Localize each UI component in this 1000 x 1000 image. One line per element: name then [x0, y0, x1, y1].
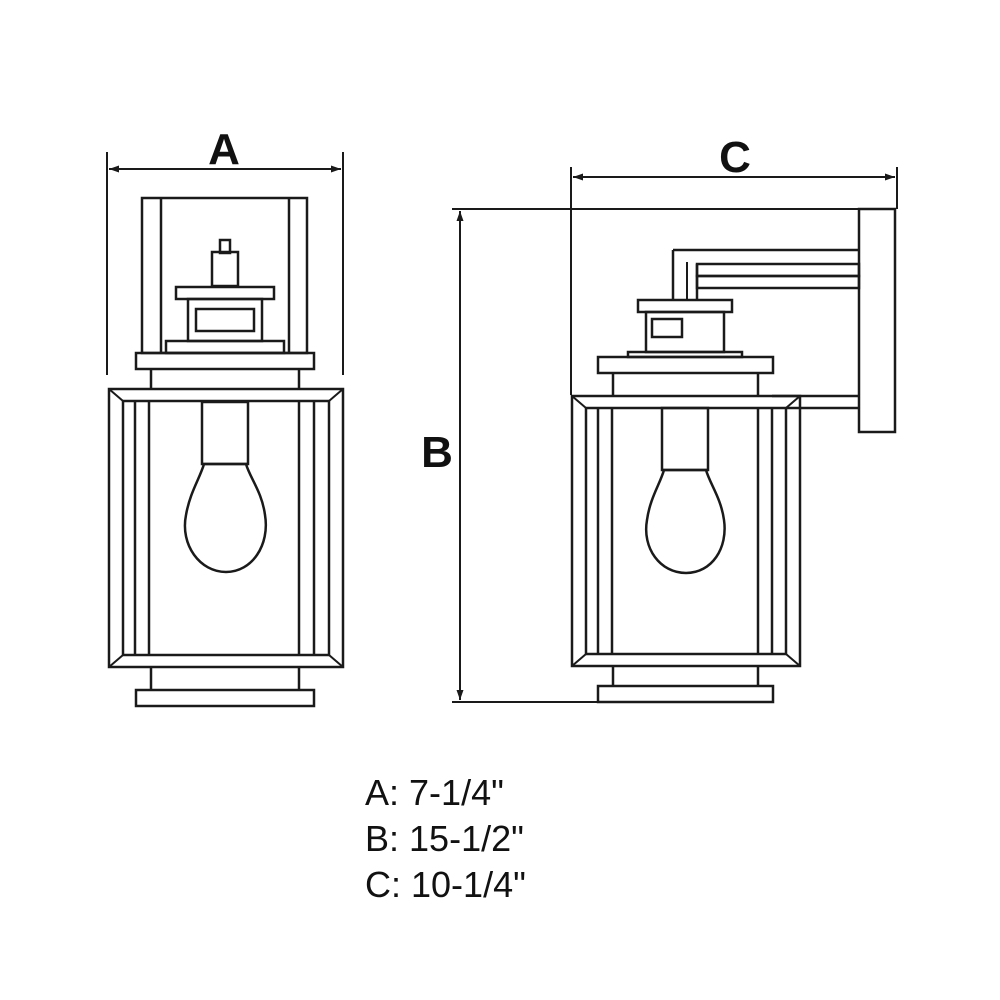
- label-c: C: [719, 133, 751, 182]
- light-bulb-icon: [183, 400, 268, 574]
- legend-value: 7-1/4": [409, 772, 504, 813]
- label-a: A: [208, 125, 240, 174]
- dimension-a: A: [106, 125, 344, 375]
- legend-key: C: [365, 864, 391, 905]
- front-view-lantern: A: [106, 125, 345, 708]
- light-bulb-icon: [644, 406, 726, 575]
- dimension-legend: A: 7-1/4" B: 15-1/2" C: 10-1/4": [365, 770, 665, 908]
- legend-key: A: [365, 772, 390, 813]
- legend-row-a: A: 7-1/4": [365, 772, 504, 813]
- legend-row-c: C: 10-1/4": [365, 864, 526, 905]
- legend-value: 10-1/4": [411, 864, 526, 905]
- legend-key: B: [365, 818, 390, 859]
- legend-row-b: B: 15-1/2": [365, 818, 524, 859]
- side-view-lantern: C B: [421, 133, 898, 704]
- legend-value: 15-1/2": [409, 818, 524, 859]
- dimension-b: B: [421, 208, 895, 703]
- label-b: B: [421, 428, 453, 477]
- dimension-c: C: [570, 133, 898, 395]
